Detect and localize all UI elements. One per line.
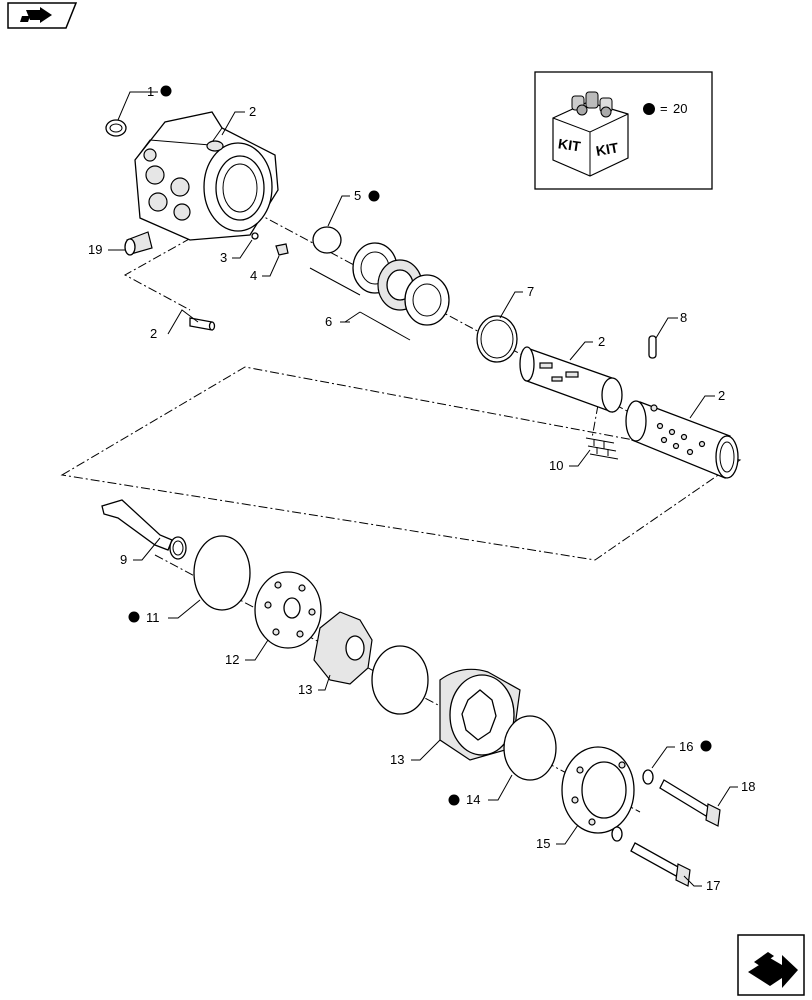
label-1: 1	[147, 84, 154, 99]
part-13-ring	[371, 645, 429, 715]
kit-number: 20	[673, 101, 687, 116]
label-13-gerotor: 13	[390, 752, 404, 767]
label-10: 10	[549, 458, 563, 473]
black-dot-icon	[700, 740, 712, 752]
label-19: 19	[88, 242, 102, 257]
label-11: 11	[146, 610, 160, 625]
kit-equals: =	[660, 101, 668, 116]
part-13-rotor	[313, 611, 373, 685]
part-8-pin	[648, 335, 657, 359]
previous-page-arrow-icon[interactable]	[7, 2, 78, 29]
label-7: 7	[527, 284, 534, 299]
label-2-spool: 2	[598, 334, 605, 349]
kit-box-text-1: KIT	[557, 135, 582, 154]
part-10-springs	[585, 437, 619, 460]
label-18: 18	[741, 779, 755, 794]
label-16: 16	[679, 739, 693, 754]
part-16-washer	[642, 769, 654, 785]
label-9: 9	[120, 552, 127, 567]
label-5: 5	[354, 188, 361, 203]
label-3: 3	[220, 250, 227, 265]
kit-box-icon: KIT KIT	[552, 91, 629, 177]
part-6-bearing-set	[352, 242, 450, 326]
label-15: 15	[536, 836, 550, 851]
label-2-housing: 2	[249, 104, 256, 119]
part-3-ball	[251, 232, 259, 240]
part-13-gerotor	[439, 668, 521, 761]
black-dot-icon	[160, 85, 172, 97]
part-14-o-ring	[503, 715, 557, 781]
black-dot-icon	[643, 103, 655, 115]
part-2-spool	[519, 346, 623, 413]
valve-housing	[134, 111, 279, 241]
kit-legend: KIT KIT = 20	[534, 71, 713, 190]
label-4: 4	[250, 268, 257, 283]
part-2-sleeve	[625, 400, 739, 479]
black-dot-icon	[368, 190, 380, 202]
label-14: 14	[466, 792, 480, 807]
part-16-washer-lower	[611, 826, 623, 842]
black-dot-icon	[128, 611, 140, 623]
part-19-plug	[124, 231, 153, 256]
part-4-spring	[275, 243, 289, 256]
part-17-bolt	[630, 842, 691, 887]
part-12-plate	[254, 571, 322, 649]
part-1-seal	[105, 119, 127, 137]
label-12: 12	[225, 652, 239, 667]
next-page-arrow-icon[interactable]	[737, 934, 805, 996]
label-2-sleeve: 2	[718, 388, 725, 403]
part-11-o-ring	[193, 535, 251, 611]
label-8: 8	[680, 310, 687, 325]
part-2-pin	[189, 317, 216, 331]
label-17: 17	[706, 878, 720, 893]
part-18-bolt	[659, 779, 721, 827]
part-15-end-cap	[561, 746, 635, 834]
label-6: 6	[325, 314, 332, 329]
label-13-rotor: 13	[298, 682, 312, 697]
part-7-ring	[476, 315, 518, 363]
kit-box-text-2: KIT	[595, 139, 620, 159]
callouts: 1 2 19 3 4 5 6 2 7 2 8 2 10 9 11	[88, 84, 755, 893]
part-5-o-ring	[312, 226, 342, 254]
label-2-pin: 2	[150, 326, 157, 341]
part-9-drive-shaft	[101, 499, 187, 560]
black-dot-icon	[448, 794, 460, 806]
